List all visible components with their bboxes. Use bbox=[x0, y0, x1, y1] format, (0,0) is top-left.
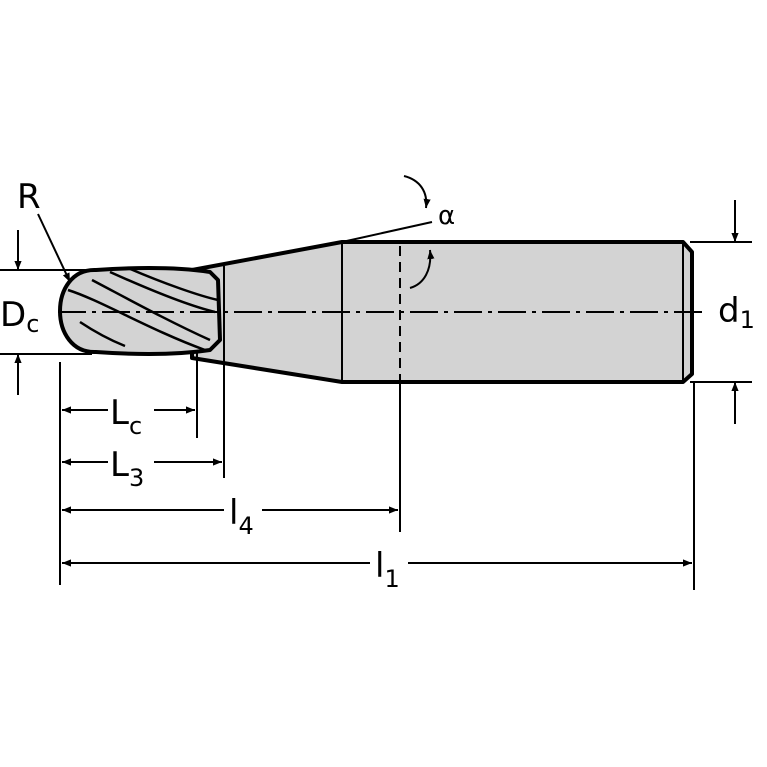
alpha-arc-arrow-bottom bbox=[409, 249, 435, 289]
lc-label: Lc bbox=[110, 393, 142, 440]
flute-line-5 bbox=[79, 320, 126, 348]
dc-label: Dc bbox=[0, 295, 39, 338]
tool-body bbox=[58, 240, 694, 384]
radius-leader-arrow bbox=[37, 213, 71, 283]
radius-label: R bbox=[17, 177, 41, 217]
l3-label: L3 bbox=[110, 445, 144, 492]
alpha-label: α bbox=[438, 201, 455, 231]
flute-line-1 bbox=[67, 288, 206, 352]
flute-line-3 bbox=[109, 270, 216, 314]
l4-label: l4 bbox=[229, 493, 254, 540]
extension-lines bbox=[0, 221, 752, 590]
flute-line-4 bbox=[127, 266, 219, 302]
shank-outline bbox=[190, 240, 694, 384]
alpha-arc-arrow-top bbox=[403, 175, 431, 209]
flute-line-2 bbox=[91, 278, 211, 342]
d1-label: d1 bbox=[718, 291, 755, 334]
l1-label: l1 bbox=[375, 546, 400, 593]
